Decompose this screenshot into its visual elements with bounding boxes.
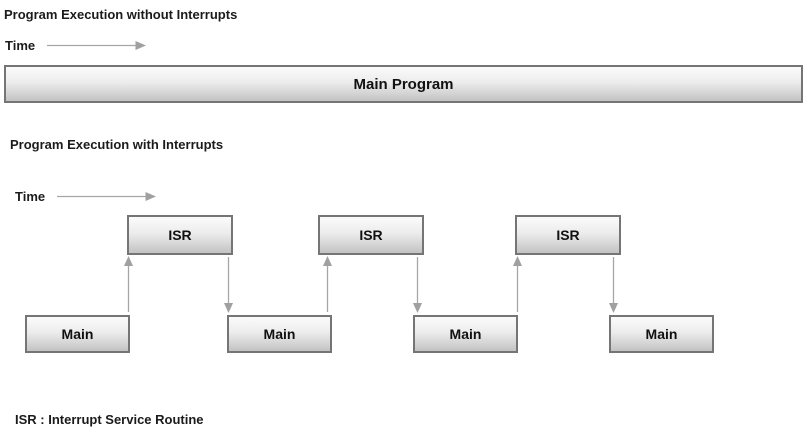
isr-box-1: ISR	[127, 215, 233, 255]
time-arrow-icon	[47, 41, 146, 50]
main-box-label: Main	[61, 326, 94, 342]
main-box-label: Main	[645, 326, 678, 342]
down-arrow-icon	[609, 257, 618, 313]
main-box-label: Main	[449, 326, 482, 342]
main-program-box-label: Main Program	[353, 75, 454, 93]
down-arrow-icon	[224, 257, 233, 313]
section-title-with-interrupts: Program Execution with Interrupts	[10, 137, 224, 152]
time-axis-label: Time	[15, 189, 46, 204]
section-title-without-interrupts: Program Execution without Interrupts	[4, 7, 238, 22]
main-box-label: Main	[263, 326, 296, 342]
main-box-3: Main	[413, 315, 518, 353]
main-box-2: Main	[227, 315, 332, 353]
up-arrow-icon	[513, 256, 522, 312]
main-box-1: Main	[25, 315, 130, 353]
legend-caption: ISR : Interrupt Service Routine	[15, 412, 204, 427]
main-box-4: Main	[609, 315, 714, 353]
time-arrow-icon	[57, 192, 156, 201]
isr-box-label: ISR	[168, 227, 192, 243]
up-arrow-icon	[124, 256, 133, 312]
up-arrow-icon	[323, 256, 332, 312]
isr-box-label: ISR	[556, 227, 580, 243]
down-arrow-icon	[413, 257, 422, 313]
isr-box-3: ISR	[515, 215, 621, 255]
time-axis-label: Time	[5, 38, 36, 53]
isr-box-2: ISR	[318, 215, 424, 255]
main-program-box: Main Program	[4, 65, 803, 103]
isr-box-label: ISR	[359, 227, 383, 243]
